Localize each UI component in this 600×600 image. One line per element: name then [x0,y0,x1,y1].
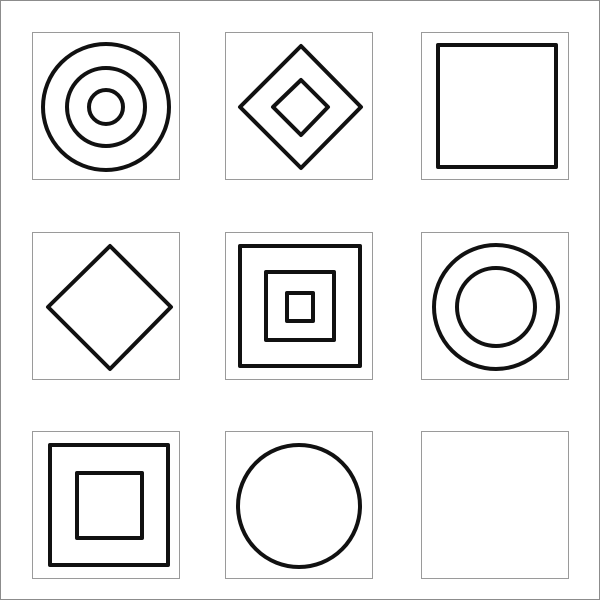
inner-diamond [271,78,330,137]
cell-r2-c2-concentric-squares [225,232,373,380]
middle-square [264,270,336,342]
middle-circle [65,66,147,148]
inner-square [75,471,144,540]
outer-square [48,443,170,567]
single-diamond [46,244,173,371]
cell-r1-c3-square [421,32,569,180]
inner-square [285,291,315,323]
outer-circle [41,42,171,172]
outer-circle [432,243,560,371]
cell-r3-c2-circle [225,431,373,579]
cell-r2-c1-diamond [32,232,180,380]
outer-square [238,244,362,368]
single-square [436,43,558,169]
outer-diamond [238,44,363,170]
inner-circle [455,266,537,348]
cell-r3-c1-nested-squares [32,431,180,579]
single-circle [236,443,362,569]
cell-r1-c1-concentric-circles [32,32,180,180]
cell-r1-c2-nested-diamonds [225,32,373,180]
cell-r2-c3-concentric-circles [421,232,569,380]
cell-r3-c3-empty-answer-slot[interactable] [421,431,569,579]
inner-circle [87,88,125,126]
